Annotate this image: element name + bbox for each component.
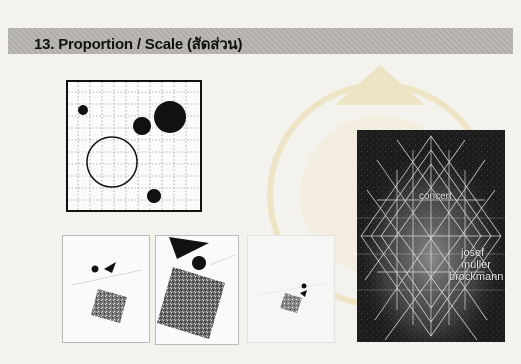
scale-thumbnail-tiny — [247, 235, 335, 343]
poster-word-muller: müller — [461, 260, 491, 270]
poster-word-brockmann: brockmann — [449, 272, 503, 282]
scale-thumbnail-large — [155, 235, 239, 345]
poster-word-concert: concert — [419, 192, 452, 202]
section-title: 13. Proportion / Scale (สัดส่วน) — [34, 32, 242, 56]
scale-thumbnail-small — [62, 235, 150, 343]
poster-word-josef: josef — [461, 248, 484, 258]
grid-circles-figure — [66, 80, 202, 212]
concert-poster: concert josef müller brockmann — [357, 130, 505, 342]
